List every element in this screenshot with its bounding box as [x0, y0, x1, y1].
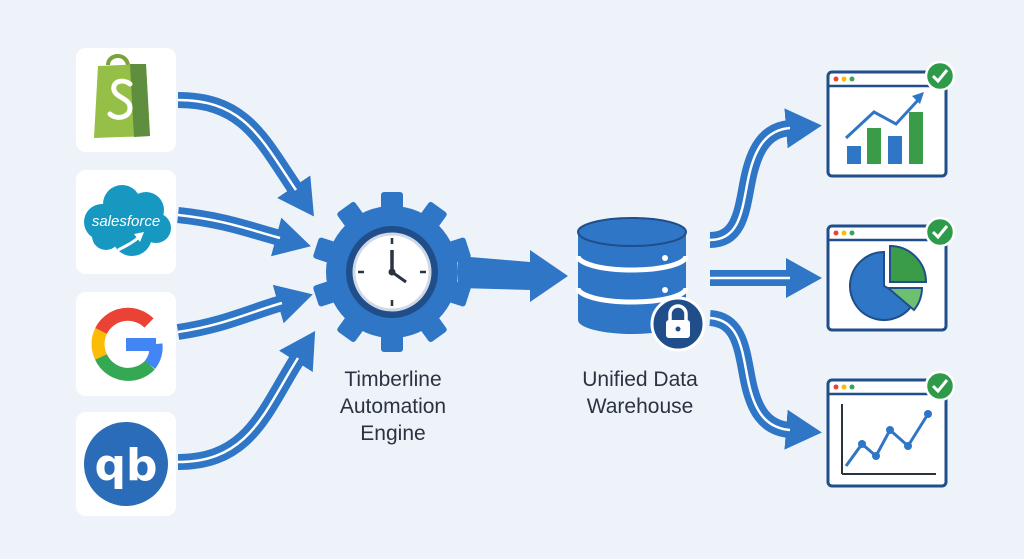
check-icon: [924, 216, 956, 248]
shopify-bag-icon: [94, 54, 150, 138]
quickbooks-icon: qb: [84, 422, 168, 506]
source-arrows: [176, 92, 316, 470]
arrow-engine-to-warehouse: [458, 250, 568, 302]
arrow-quickbooks-to-engine: [177, 330, 316, 470]
salesforce-card: salesforce: [76, 170, 176, 274]
bar-chart-window-icon: [826, 70, 948, 178]
arrow-shopify-to-engine: [177, 92, 314, 217]
output-arrows: [708, 108, 822, 450]
warehouse-label-line1: Unified Data: [582, 368, 698, 391]
salesforce-wordmark: salesforce: [92, 213, 160, 230]
check-icon: [924, 60, 956, 92]
lock-icon: [650, 296, 706, 352]
pie-chart-window-icon: [826, 224, 948, 332]
engine-label: Timberline Automation Engine: [318, 366, 468, 447]
engine-label-line1: Timberline: [344, 368, 442, 391]
quickbooks-card: qb: [76, 412, 176, 516]
check-icon: [924, 370, 956, 402]
salesforce-cloud-icon: salesforce: [84, 185, 171, 256]
warehouse-label: Unified Data Warehouse: [545, 366, 735, 420]
quickbooks-wordmark: qb: [95, 440, 158, 491]
arrow-warehouse-to-bar-chart: [709, 108, 822, 248]
google-g-icon: [91, 307, 163, 381]
warehouse-label-line2: Warehouse: [586, 395, 694, 418]
gear-clock-icon: [313, 192, 471, 352]
engine-label-line2: Automation: [339, 395, 447, 418]
google-card: [76, 292, 176, 396]
database-lock-icon: [575, 217, 706, 352]
shopify-card: [76, 48, 176, 152]
engine-label-line3: Engine: [360, 422, 426, 445]
line-chart-window-icon: [826, 378, 948, 488]
